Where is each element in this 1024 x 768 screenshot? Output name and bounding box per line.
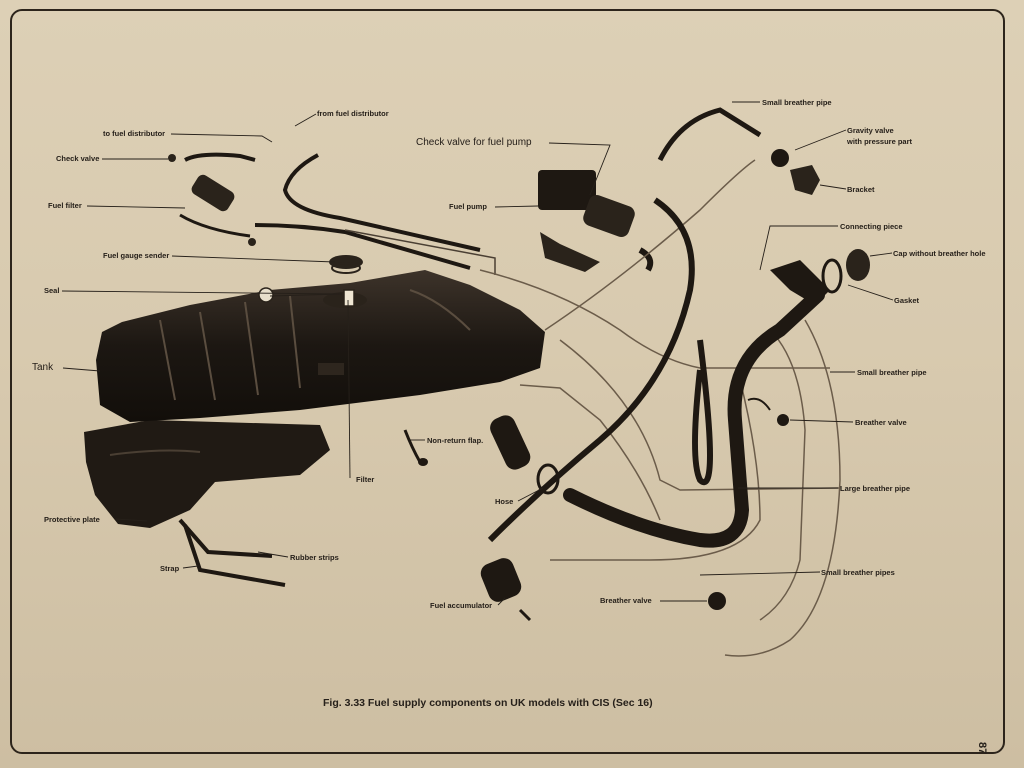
label-breather-valve-right: Breather valve	[855, 418, 907, 427]
tank-illustration	[96, 270, 545, 422]
fuel-filter-illustration	[168, 152, 256, 246]
label-protective-plate: Protective plate	[44, 515, 100, 524]
label-check-valve: Check valve	[56, 154, 100, 163]
label-gravity-valve: Gravity valve	[847, 126, 894, 135]
protective-plate-illustration	[84, 420, 330, 528]
label-to-fuel-distributor: to fuel distributor	[103, 129, 166, 138]
label-bracket: Bracket	[847, 185, 875, 194]
tank-ribs	[159, 289, 471, 401]
connecting-piece-illustration	[770, 260, 830, 305]
label-non-return-flap: Non-return flap.	[427, 436, 484, 445]
label-fuel-gauge-sender: Fuel gauge sender	[103, 251, 170, 260]
page-border	[10, 9, 1005, 754]
label-gravity-valve-pressure-part: with pressure part	[847, 137, 913, 146]
gasket-illustration	[821, 258, 843, 294]
figure-caption: Fig. 3.33 Fuel supply components on UK m…	[323, 697, 653, 709]
label-rubber-strips: Rubber strips	[290, 553, 339, 562]
label-hose: Hose	[495, 497, 514, 506]
label-connecting-piece: Connecting piece	[840, 222, 903, 231]
label-fuel-accumulator: Fuel accumulator	[430, 601, 493, 610]
label-small-breather-pipes: Small breather pipes	[821, 568, 895, 577]
large-breather-pipe	[563, 288, 825, 548]
label-fuel-filter: Fuel filter	[48, 201, 82, 210]
label-large-breather-pipe: Large breather pipe	[840, 484, 911, 493]
cap-illustration	[846, 249, 870, 281]
label-gasket: Gasket	[894, 296, 920, 305]
breather-valve-bottom-illustration	[708, 592, 726, 610]
filter-illustration	[343, 289, 355, 307]
distributor-pipes	[254, 153, 481, 270]
label-from-fuel-distributor: from fuel distributor	[317, 109, 389, 118]
label-seal: Seal	[44, 286, 60, 295]
label-tank: Tank	[32, 362, 54, 373]
gravity-valve-illustration	[657, 107, 820, 195]
small-breather-pipes	[479, 159, 841, 657]
page-number: 87	[976, 742, 988, 755]
label-filter: Filter	[356, 475, 375, 484]
label-small-breather-pipe-top: Small breather pipe	[762, 98, 832, 107]
label-fuel-pump: Fuel pump	[449, 202, 487, 211]
label-cap-without-breather-hole: Cap without breather hole	[893, 249, 986, 258]
fuel-pump-illustration	[538, 170, 654, 272]
leader-lines	[61, 101, 894, 606]
label-check-valve-fuel-pump: Check valve for fuel pump	[416, 137, 532, 148]
hose-illustration	[490, 415, 531, 470]
label-small-breather-pipe-mid: Small breather pipe	[857, 368, 927, 377]
fuel-accumulator-illustration	[480, 558, 532, 622]
strap-illustration	[178, 518, 286, 587]
breather-valve-right-illustration	[777, 414, 789, 426]
label-breather-valve-bottom: Breather valve	[600, 596, 652, 605]
label-strap: Strap	[160, 564, 180, 573]
